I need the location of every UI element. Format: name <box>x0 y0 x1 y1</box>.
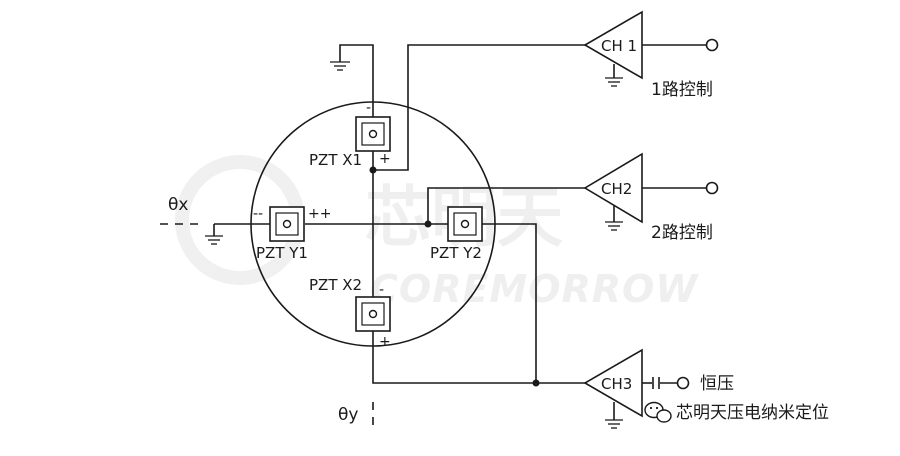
pzt-x2: PZT X2 - + <box>309 276 391 350</box>
pzt-x2-label: PZT X2 <box>309 276 362 294</box>
wechat-icon <box>644 401 672 423</box>
pzt-x2-neg: - <box>379 282 384 298</box>
pzt-y1: PZT Y1 -- ++ <box>253 206 331 262</box>
theta-x-label: θx <box>168 195 188 215</box>
ch2-output-terminal <box>705 181 719 195</box>
ch3-label: CH3 <box>601 375 632 393</box>
brand-name: 芯明天压电纳米定位 <box>676 403 829 423</box>
pzt-y1-pos: ++ <box>308 206 331 222</box>
pzt-x2-pos: + <box>379 334 391 350</box>
amplifier-ch2: CH2 2路控制 <box>583 152 719 243</box>
ground-y1 <box>205 223 270 245</box>
ch1-output-terminal <box>705 38 719 52</box>
ch3-output-label: 恒压 <box>700 374 734 394</box>
pzt-x1-pos: + <box>379 151 391 167</box>
pzt-x1-label: PZT X1 <box>309 151 362 169</box>
amplifier-ch1: CH 1 1路控制 <box>583 10 719 100</box>
pzt-y1-label: PZT Y1 <box>256 244 308 262</box>
wire-y2-ch3 <box>482 223 537 383</box>
watermark: 芯明天 COREMORROW <box>175 155 699 311</box>
brand-footer: 芯明天压电纳米定位 <box>644 401 829 423</box>
wire-y2-ch2 <box>427 187 598 224</box>
theta-y-label: θy <box>338 405 358 425</box>
wire-x2-ch3 <box>372 331 598 384</box>
pzt-y2-label: PZT Y2 <box>430 244 482 262</box>
pzt-y1-neg: -- <box>253 206 263 222</box>
pzt-x1: PZT X1 - + <box>309 100 391 169</box>
ch2-output-label: 2路控制 <box>651 223 713 243</box>
pzt-y2: PZT Y2 <box>430 206 483 262</box>
ground-x1 <box>330 44 374 117</box>
wire-x1-ch1 <box>373 44 598 171</box>
ch2-label: CH2 <box>601 180 632 198</box>
watermark-text-en: COREMORROW <box>370 267 699 311</box>
ch3-output-terminal <box>676 376 690 390</box>
amplifier-ch3: CH3 恒压 <box>583 348 734 429</box>
pzt-x1-neg: - <box>366 100 371 116</box>
ch1-label: CH 1 <box>601 37 637 55</box>
ch1-output-label: 1路控制 <box>651 80 713 100</box>
